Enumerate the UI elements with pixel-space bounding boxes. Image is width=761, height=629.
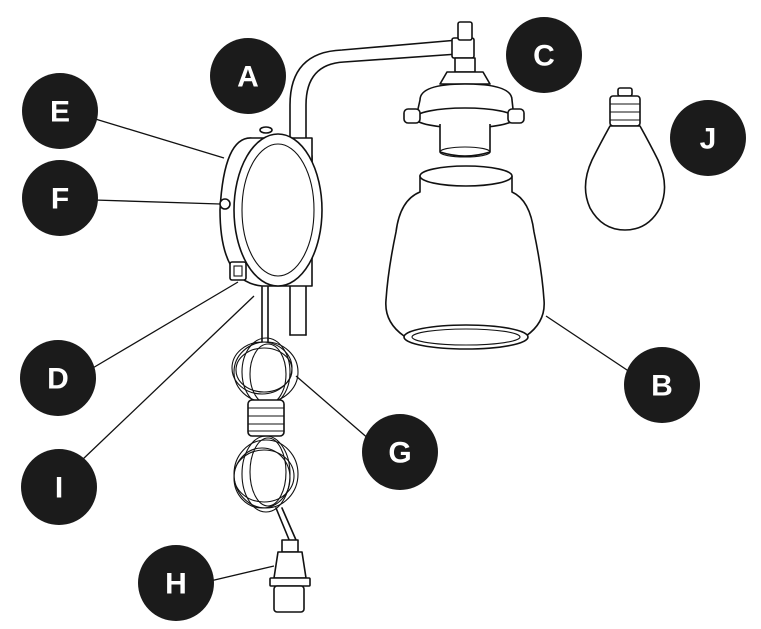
badge-f: F	[22, 160, 98, 236]
glass-shade	[385, 165, 545, 350]
leader-lines	[81, 117, 631, 583]
badge-a: A	[210, 38, 286, 114]
badge-e: E	[22, 73, 98, 149]
badge-d-label: D	[47, 363, 69, 396]
badge-i-label: I	[55, 472, 63, 505]
badge-e-label: E	[50, 96, 70, 129]
wall-backplate	[219, 126, 323, 287]
badge-a-label: A	[237, 61, 259, 94]
badge-c-label: C	[533, 40, 555, 73]
badge-b-label: B	[651, 370, 673, 403]
badge-j-label: J	[700, 123, 717, 156]
badge-h-label: H	[165, 568, 187, 601]
badge-g: G	[362, 414, 438, 490]
badge-d: D	[20, 340, 96, 416]
badge-i: I	[21, 449, 97, 525]
badge-j: J	[670, 100, 746, 176]
plug	[269, 539, 311, 613]
badge-g-label: G	[388, 437, 411, 470]
power-cord	[231, 286, 299, 543]
badge-c: C	[506, 17, 582, 93]
badge-f-label: F	[51, 183, 69, 216]
socket-cap	[403, 21, 525, 158]
badge-h: H	[138, 545, 214, 621]
badge-b: B	[624, 347, 700, 423]
light-bulb	[584, 87, 666, 231]
